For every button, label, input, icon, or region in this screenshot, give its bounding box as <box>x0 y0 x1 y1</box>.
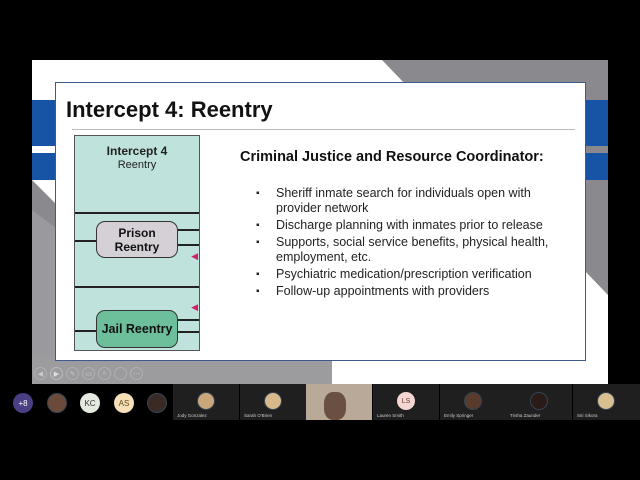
jail-reentry-box: Jail Reentry <box>96 310 178 348</box>
divider-line <box>75 286 199 288</box>
more-icon[interactable]: ⋯ <box>130 367 143 380</box>
slide-title: Intercept 4: Reentry <box>66 97 273 122</box>
arrow-in <box>75 330 97 332</box>
presentation-controls: ◀ ▶ ✎ ▭ ⌕ ⋯ <box>34 367 143 380</box>
arrow-out <box>178 244 199 246</box>
zoom-icon[interactable]: ⌕ <box>98 367 111 380</box>
participant-avatar[interactable]: KC <box>80 393 100 413</box>
bullet-item: Supports, social service benefits, physi… <box>256 235 576 265</box>
title-divider <box>72 129 575 130</box>
arrow-marker-icon: ◀ <box>191 251 198 261</box>
intercept-diagram: Intercept 4 Reentry Prison Reentry ◀ ◀ J… <box>74 135 200 351</box>
more-participants-badge[interactable]: +8 <box>13 393 33 413</box>
diagram-subtitle: Reentry <box>117 159 157 171</box>
participant-tile[interactable]: Trisha Zaunder <box>506 384 572 420</box>
arrow-marker-icon: ◀ <box>191 302 198 312</box>
bullet-item: Sheriff inmate search for individuals op… <box>256 186 576 216</box>
prison-reentry-box: Prison Reentry <box>96 221 178 258</box>
slides-icon[interactable]: ▭ <box>82 367 95 380</box>
arrow-out <box>178 319 199 321</box>
participant-tile[interactable]: Jody Gonzalez <box>173 384 239 420</box>
bullet-item: Follow-up appointments with providers <box>256 284 576 299</box>
arrow-out <box>178 331 199 333</box>
participant-tile[interactable]: Siri Sikora <box>573 384 640 420</box>
arrow-in <box>75 240 97 242</box>
pen-icon[interactable]: ✎ <box>66 367 79 380</box>
bullet-list: Sheriff inmate search for individuals op… <box>256 186 576 301</box>
section-heading: Criminal Justice and Resource Coordinato… <box>240 149 544 165</box>
participant-avatar[interactable] <box>47 393 67 413</box>
participant-tile[interactable]: Sarah O'Brien <box>240 384 306 420</box>
slide: Intercept 4: Reentry Intercept 4 Reentry… <box>55 82 586 361</box>
active-speaker-video[interactable] <box>306 384 372 420</box>
participant-avatar[interactable] <box>147 393 167 413</box>
forward-icon[interactable]: ▶ <box>50 367 63 380</box>
back-icon[interactable]: ◀ <box>34 367 47 380</box>
arrow-out <box>178 229 199 231</box>
participant-avatar[interactable]: AS <box>114 393 134 413</box>
diagram-title: Intercept 4 <box>106 144 168 158</box>
bullet-item: Discharge planning with inmates prior to… <box>256 218 576 233</box>
bullet-item: Psychiatric medication/prescription veri… <box>256 267 576 282</box>
participant-tile[interactable]: Emily Springer <box>440 384 506 420</box>
blank-icon[interactable] <box>114 367 127 380</box>
divider-line <box>75 212 199 214</box>
